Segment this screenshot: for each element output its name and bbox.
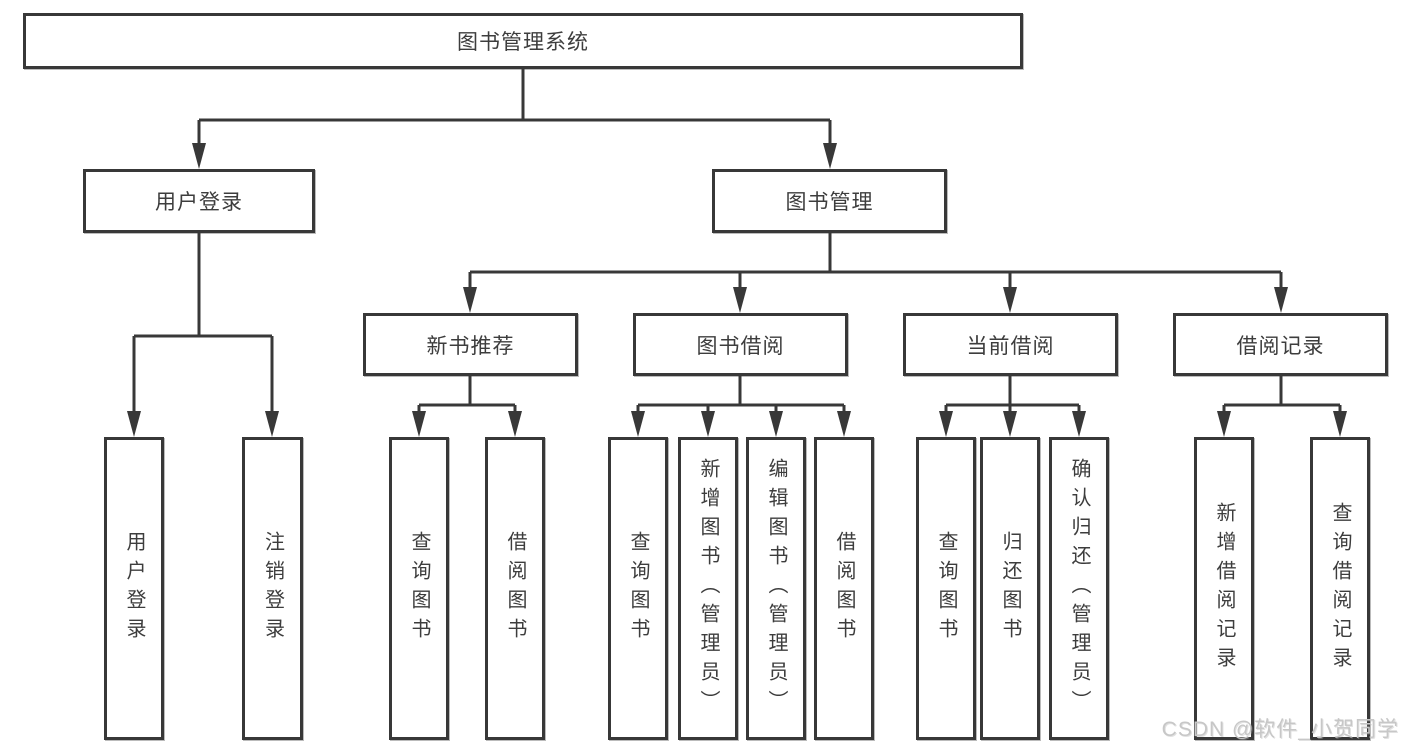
node-user-login: 用户登录 [83,169,315,233]
watermark: CSDN @软件_小贺同学 [1161,718,1399,741]
leaf-logout: 注销登录 [242,437,303,740]
leaf-borrow-books: 借阅图书 [814,437,874,740]
node-current-borrow: 当前借阅 [903,313,1118,376]
leaf-query-borrow-record: 查询借阅记录 [1310,437,1370,740]
leaf-add-borrow-record: 新增借阅记录 [1194,437,1254,740]
leaf-user-login: 用户登录 [104,437,164,740]
node-borrow-records: 借阅记录 [1173,313,1388,376]
node-book-borrow: 图书借阅 [633,313,848,376]
node-book-management: 图书管理 [712,169,947,233]
leaf-query-books-borrow: 查询图书 [608,437,668,740]
leaf-add-book-admin: 新增图书（管理员） [678,437,738,740]
node-new-book-recommend: 新书推荐 [363,313,578,376]
leaf-return-book: 归还图书 [980,437,1040,740]
leaf-query-books-current: 查询图书 [916,437,976,740]
leaf-borrow-books-recommend: 借阅图书 [485,437,545,740]
leaf-confirm-return-admin: 确认归还（管理员） [1049,437,1109,740]
leaf-query-books-recommend: 查询图书 [389,437,449,740]
leaf-edit-book-admin: 编辑图书（管理员） [746,437,806,740]
node-root: 图书管理系统 [23,13,1023,69]
